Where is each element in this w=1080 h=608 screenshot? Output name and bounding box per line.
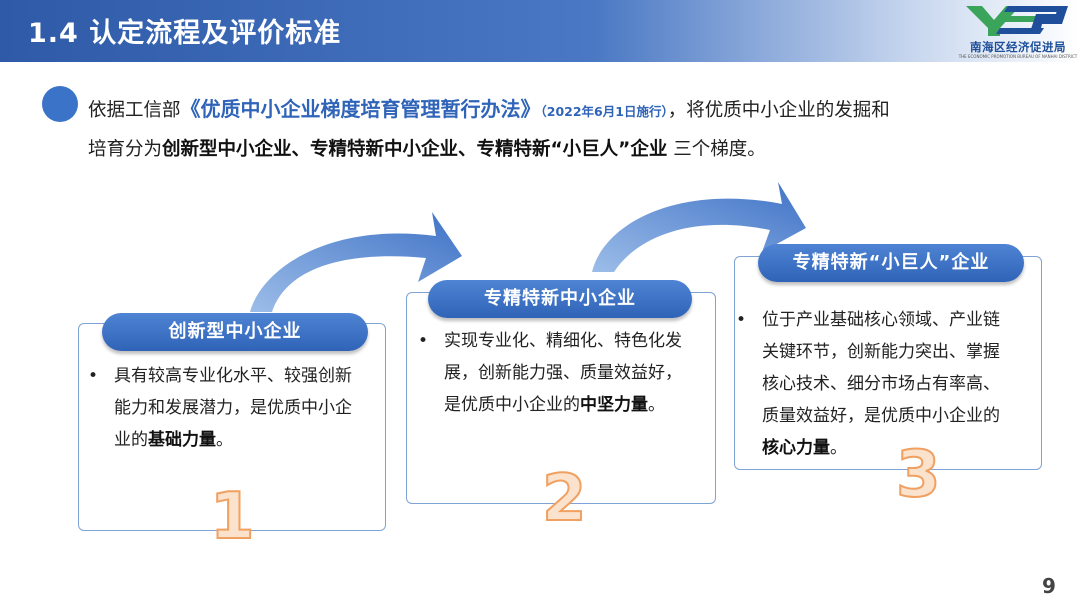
tier-3-line-4: 质量效益好，是优质中小企业的 [762, 406, 1000, 426]
bullet-icon: • [736, 310, 747, 330]
regulation-date-note: （2022年6月1日施行） [540, 104, 668, 119]
arrow-2-icon [592, 182, 806, 272]
intro-bullet-icon [42, 86, 78, 122]
intro-prefix: 依据工信部 [88, 100, 181, 121]
tier-3-line-2: 关键环节，创新能力突出、掌握 [762, 342, 1000, 362]
tier-1-line-3: 业的基础力量。 [114, 430, 233, 450]
tier-2-strength: 中坚力量 [580, 395, 648, 415]
tier-3-line-3: 核心技术、细分市场占有率高、 [762, 374, 1000, 394]
tier-description-1: • 具有较高专业化水平、较强创新 能力和发展潜力，是优质中小企 业的基础力量。 [88, 360, 380, 456]
tier-label-3: 专精特新“小巨人”企业 [758, 244, 1024, 282]
tier-2-line-2: 展，创新能力强、质量效益好， [444, 363, 682, 383]
tier-box-3 [734, 256, 1042, 470]
tier-description-2: • 实现专业化、精细化、特色化发 展，创新能力强、质量效益好， 是优质中小企业的… [418, 325, 710, 421]
bullet-icon: • [88, 366, 99, 386]
tier-number-1: 1 [209, 479, 256, 555]
tier-1-strength: 基础力量 [148, 430, 216, 450]
tier-2-line-1: 实现专业化、精细化、特色化发 [444, 331, 682, 351]
tier-box-2 [406, 292, 716, 504]
tier-description-3: • 位于产业基础核心领域、产业链 关键环节，创新能力突出、掌握 核心技术、细分市… [736, 304, 1030, 464]
intro-line-1: 依据工信部《优质中小企业梯度培育管理暂行办法》（2022年6月1日施行），将优质… [88, 93, 890, 122]
tier-label-1: 创新型中小企业 [102, 313, 368, 351]
intro-line2-prefix: 培育分为 [88, 139, 163, 160]
tier-3-strength: 核心力量 [762, 438, 830, 458]
tier-3-line-1: 位于产业基础核心领域、产业链 [762, 310, 1000, 330]
tier-label-2: 专精特新中小企业 [428, 280, 692, 318]
tier-number-3: 3 [895, 437, 942, 513]
regulation-title: 《优质中小企业梯度培育管理暂行办法》 [180, 97, 541, 121]
page-number: 9 [1042, 574, 1056, 598]
tier-box-1 [78, 323, 386, 531]
tier-list-bold: 创新型中小企业、专精特新中小企业、专精特新“小巨人”企业 [162, 139, 668, 160]
arrow-1-icon [250, 212, 462, 312]
intro-line-2: 培育分为创新型中小企业、专精特新中小企业、专精特新“小巨人”企业 三个梯度。 [88, 135, 766, 161]
bullet-icon: • [418, 331, 429, 351]
tier-3-line-5: 核心力量。 [762, 438, 847, 458]
tier-1-line-1: 具有较高专业化水平、较强创新 [114, 366, 352, 386]
tier-1-line-2: 能力和发展潜力，是优质中小企 [114, 398, 352, 418]
tier-number-2: 2 [541, 461, 588, 537]
intro-line2-suffix: 三个梯度。 [667, 139, 766, 160]
intro-after-doc: ，将优质中小企业的发掘和 [667, 100, 890, 121]
yep-logo-icon [966, 6, 1068, 36]
tier-2-line-3: 是优质中小企业的中坚力量。 [444, 395, 665, 415]
logo-name-cn: 南海区经济促进局 [970, 40, 1066, 54]
page-title: 1.4 认定流程及评价标准 [28, 18, 342, 49]
header-bar: 1.4 认定流程及评价标准 [0, 0, 1080, 62]
logo-name-en: THE ECONOMIC PROMOTION BUREAU OF NANHAI … [958, 54, 1078, 59]
bureau-logo: 南海区经济促进局 THE ECONOMIC PROMOTION BUREAU O… [956, 0, 1080, 62]
